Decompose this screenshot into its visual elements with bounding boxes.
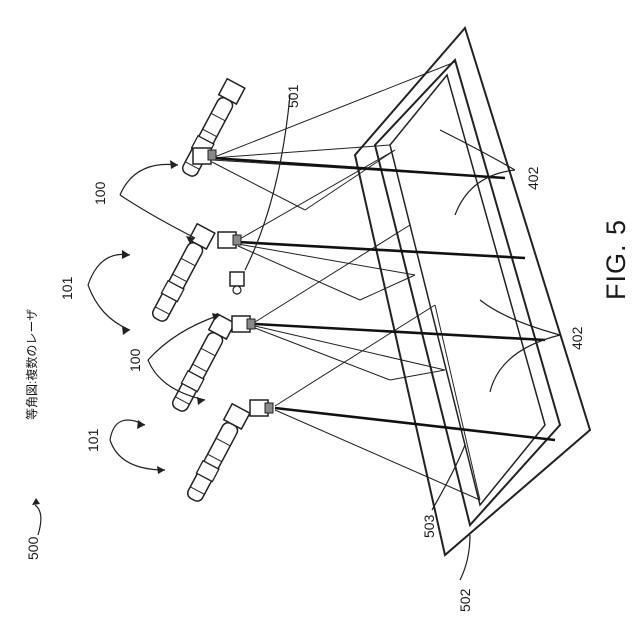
label-mount-top: 101 [59, 276, 75, 300]
label-target: 501 [285, 84, 301, 108]
figure-caption: 等角図:複数のレーザ [24, 309, 39, 420]
laser-device-4 [184, 400, 273, 504]
leader-arrows [35, 95, 470, 580]
label-mount-bottom: 101 [85, 428, 101, 452]
figure-title: FIG. 5 [601, 219, 631, 300]
laser-device-3 [169, 314, 255, 414]
label-laser-bottom: 100 [127, 348, 143, 372]
beam-leaders [440, 130, 560, 392]
label-inner-frame: 503 [421, 514, 437, 538]
label-laser-top: 100 [92, 181, 108, 205]
figure-number-label: 500 [25, 536, 41, 560]
beam-lines [212, 158, 555, 440]
arrow-heads [32, 160, 220, 505]
label-beam-top: 402 [525, 166, 541, 190]
label-beam-bottom: 402 [569, 326, 585, 350]
laser-device-2 [149, 224, 244, 324]
laser-device-1 [179, 79, 245, 179]
outer-frame [355, 28, 590, 555]
label-outer-frame: 502 [457, 588, 473, 612]
